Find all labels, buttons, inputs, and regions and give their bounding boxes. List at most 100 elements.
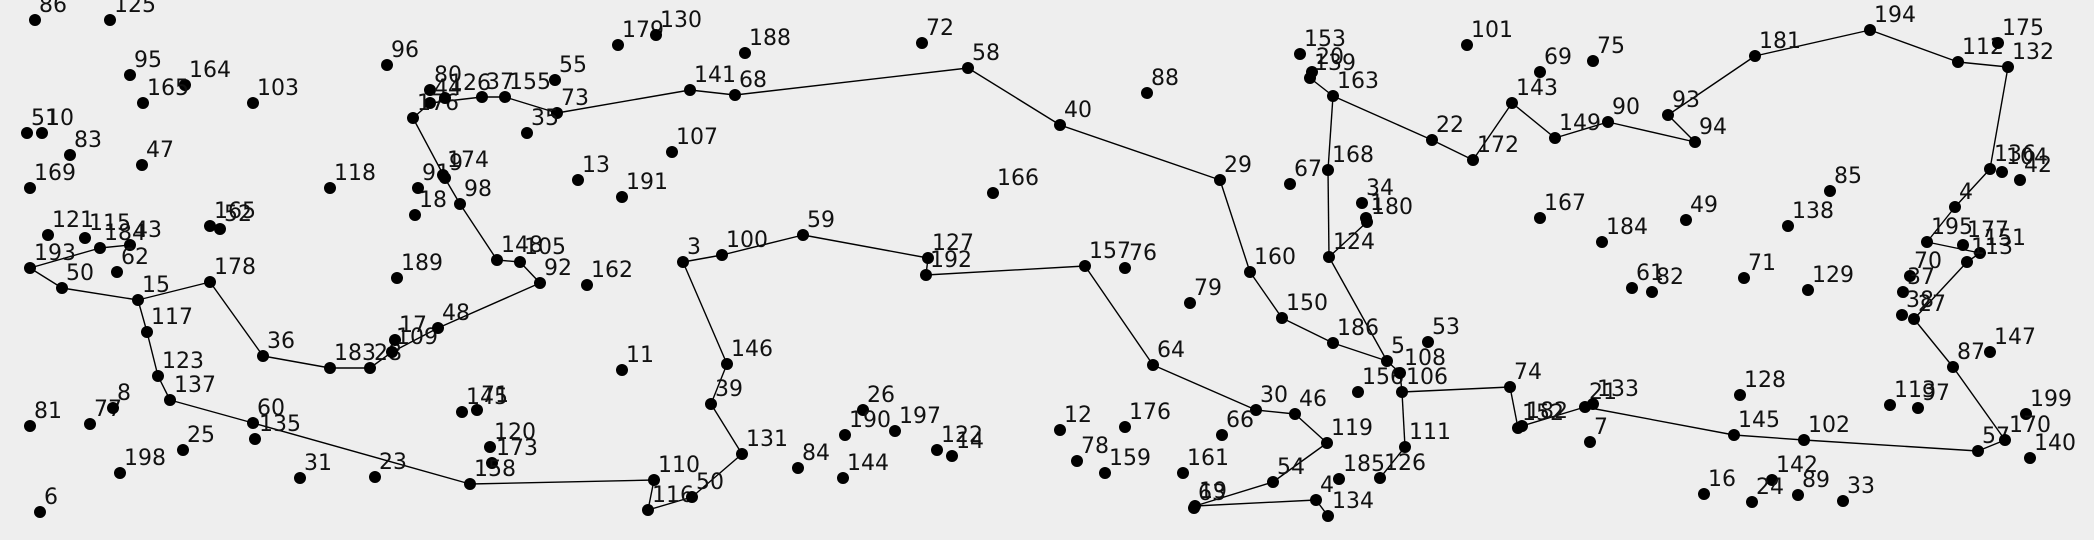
- node-label: 33: [1847, 474, 1875, 499]
- node-74: 74: [1504, 360, 1542, 393]
- node-label: 103: [257, 76, 299, 101]
- node-dot: [1356, 197, 1368, 209]
- node-161: 161: [1177, 446, 1229, 479]
- node-label: 10: [46, 106, 74, 131]
- node-12: 12: [1054, 403, 1092, 436]
- node-dot: [686, 491, 698, 503]
- node-78: 78: [1071, 434, 1109, 467]
- node-dot: [1689, 136, 1701, 148]
- node-dot: [204, 276, 216, 288]
- node-73: 73: [551, 86, 589, 119]
- node-164: 164: [179, 58, 231, 91]
- node-label: 137: [174, 373, 216, 398]
- node-label: 106: [1406, 365, 1448, 390]
- node-158: 158: [464, 457, 516, 490]
- node-109: 109: [386, 325, 438, 358]
- node-dot: [1646, 286, 1658, 298]
- node-dot: [1908, 313, 1920, 325]
- node-72: 72: [916, 16, 954, 49]
- node-label: 152: [1522, 401, 1564, 426]
- node-dot: [499, 91, 511, 103]
- node-dot: [179, 79, 191, 91]
- node-15: 15: [132, 273, 170, 306]
- node-label: 176: [417, 91, 459, 116]
- node-dot: [1584, 436, 1596, 448]
- node-label: 53: [1432, 315, 1460, 340]
- node-152: 152: [1512, 401, 1564, 434]
- node-label: 130: [660, 8, 702, 33]
- edge-136-4: [1954, 168, 1991, 208]
- node-label: 118: [334, 161, 376, 186]
- node-184: 184: [94, 221, 146, 254]
- node-190: 190: [839, 408, 891, 441]
- node-70: 70: [1904, 249, 1942, 282]
- node-dot: [987, 187, 999, 199]
- node-dot: [111, 266, 123, 278]
- node-dot: [1516, 420, 1528, 432]
- edge-137-60: [169, 399, 254, 424]
- node-dot: [476, 91, 488, 103]
- node-label: 123: [162, 349, 204, 374]
- node-89: 89: [1792, 468, 1830, 501]
- node-9: 9: [439, 151, 463, 184]
- node-dot: [1374, 472, 1386, 484]
- node-dot: [551, 107, 563, 119]
- node-label: 96: [391, 38, 419, 63]
- node-label: 167: [1544, 191, 1586, 216]
- node-131: 131: [736, 427, 788, 460]
- node-dot: [572, 174, 584, 186]
- edge-5-124: [1328, 256, 1388, 362]
- node-103: 103: [247, 76, 299, 109]
- node-dot: [1333, 473, 1345, 485]
- edge-27-87: [1913, 318, 1954, 368]
- node-dot: [1738, 272, 1750, 284]
- node-label: 22: [1436, 113, 1464, 138]
- node-label: 143: [1516, 76, 1558, 101]
- node-177: 177: [1957, 218, 2009, 251]
- node-34: 34: [1356, 176, 1394, 209]
- edge-150-186: [1281, 317, 1334, 344]
- node-label: 164: [189, 58, 231, 83]
- node-label: 124: [1333, 230, 1375, 255]
- node-label: 100: [726, 228, 768, 253]
- node-label: 174: [447, 148, 489, 173]
- node-label: 63: [1198, 481, 1226, 506]
- node-dot: [24, 182, 36, 194]
- node-104: 104: [1996, 145, 2048, 178]
- node-label: 178: [214, 255, 256, 280]
- node-label: 37: [1907, 265, 1935, 290]
- edge-87-170: [1952, 366, 2006, 441]
- node-label: 78: [1081, 434, 1109, 459]
- node-dot: [1381, 355, 1393, 367]
- node-162: 162: [581, 258, 633, 291]
- node-label: 75: [1597, 34, 1625, 59]
- node-dot: [412, 182, 424, 194]
- node-label: 188: [749, 26, 791, 51]
- node-19: 19: [1189, 479, 1227, 512]
- node-dot: [1399, 441, 1411, 453]
- node-dot: [1626, 282, 1638, 294]
- node-135: 135: [249, 412, 301, 445]
- node-151: 151: [1974, 226, 2026, 259]
- node-label: 135: [259, 412, 301, 437]
- node-dot: [1327, 337, 1339, 349]
- edge-90-94: [1607, 121, 1696, 143]
- node-dot: [514, 256, 526, 268]
- node-20: 20: [1306, 45, 1344, 78]
- node-dot: [1506, 97, 1518, 109]
- node-label: 177: [1967, 218, 2009, 243]
- node-47: 47: [136, 138, 174, 171]
- node-label: 26: [867, 383, 895, 408]
- node-dot: [721, 358, 733, 370]
- node-71: 71: [471, 383, 509, 416]
- node-4: 4: [1949, 180, 1973, 213]
- node-dot: [2002, 61, 2014, 73]
- node-dot: [534, 277, 546, 289]
- node-label: 3: [687, 235, 701, 260]
- edge-146-3: [682, 261, 728, 365]
- node-117: 117: [141, 305, 193, 338]
- node-dot: [1972, 445, 1984, 457]
- node-label: 148: [501, 233, 543, 258]
- node-dot: [369, 471, 381, 483]
- node-dot: [424, 84, 436, 96]
